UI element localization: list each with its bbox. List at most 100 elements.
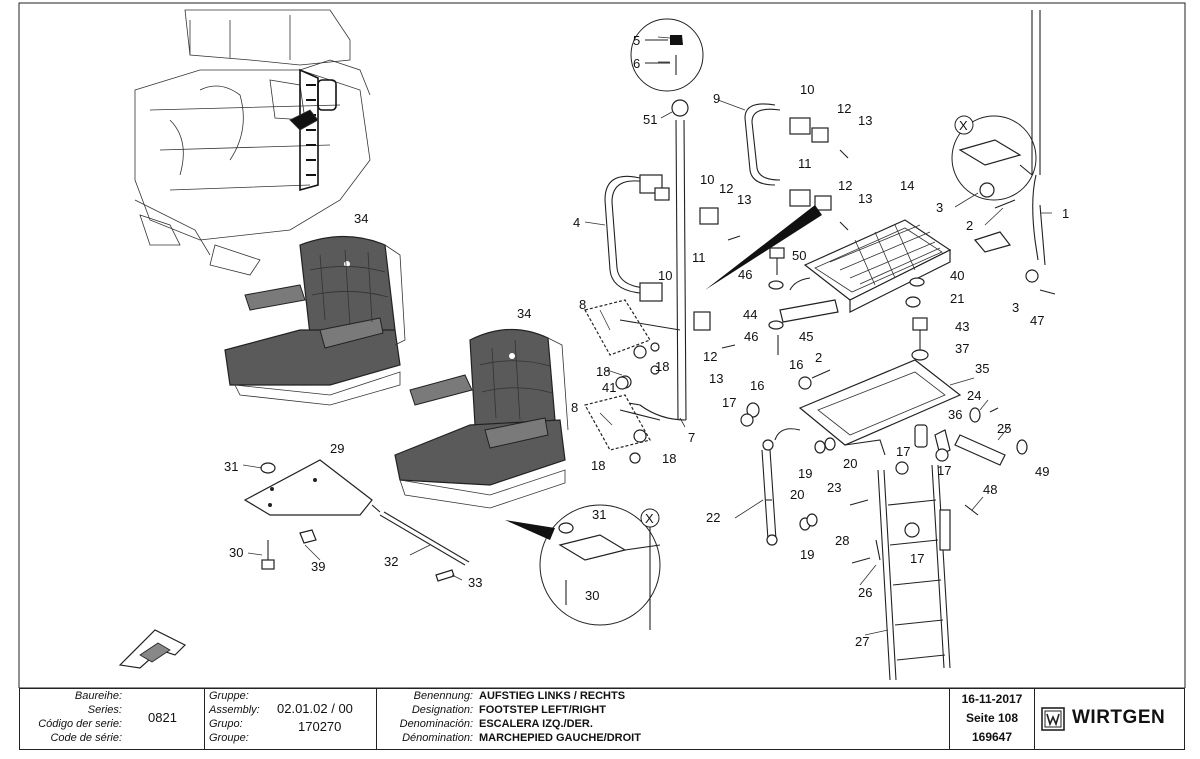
document-number: 169647 xyxy=(971,730,1013,744)
callout-36: 36 xyxy=(948,407,962,422)
small-hardware xyxy=(615,235,999,564)
callout-30: 30 xyxy=(585,588,599,603)
assembly-cell: Gruppe: Assembly: Grupo: Groupe: 02.01.0… xyxy=(205,689,377,749)
callout-4: 4 xyxy=(573,215,580,230)
callout-45: 45 xyxy=(799,329,813,344)
group-value: 170270 xyxy=(298,719,342,734)
callout-16: 16 xyxy=(789,357,803,372)
step-plate-14 xyxy=(803,219,952,313)
callout-13: 13 xyxy=(709,371,723,386)
callout-18: 18 xyxy=(655,359,669,374)
title-block: Baureihe: Series: Código der serie: Code… xyxy=(19,688,1185,750)
callout-49: 49 xyxy=(1035,464,1049,479)
callout-31: 31 xyxy=(592,507,606,522)
bracket-44 xyxy=(768,247,925,355)
callout-41: 41 xyxy=(602,380,616,395)
callout-23: 23 xyxy=(827,480,841,495)
wirtgen-logo: WIRTGEN xyxy=(1038,701,1176,737)
seat-upper xyxy=(224,235,406,406)
callout-2: 2 xyxy=(966,218,973,233)
page-number: Seite 108 xyxy=(965,711,1019,725)
callout-17: 17 xyxy=(896,444,910,459)
callout-43: 43 xyxy=(955,319,969,334)
callout-12: 12 xyxy=(838,178,852,193)
callout-37: 37 xyxy=(955,341,969,356)
callout-25: 25 xyxy=(997,421,1011,436)
callout-17: 17 xyxy=(722,395,736,410)
callout-10: 10 xyxy=(658,268,672,283)
group-label-fr: Groupe: xyxy=(209,732,249,744)
callout-3: 3 xyxy=(1012,300,1019,315)
callout-16: 16 xyxy=(750,378,764,393)
callout-9: 9 xyxy=(713,91,720,106)
callout-34: 34 xyxy=(354,211,368,226)
callout-x: X xyxy=(645,511,654,526)
callout-18: 18 xyxy=(591,458,605,473)
group-label-en: Assembly: xyxy=(209,704,260,716)
callout-13: 13 xyxy=(858,191,872,206)
callout-28: 28 xyxy=(835,533,849,548)
designation-label-es: Denominación: xyxy=(399,718,473,730)
callout-39: 39 xyxy=(311,559,325,574)
callout-27: 27 xyxy=(855,634,869,649)
series-value: 0821 xyxy=(148,710,177,725)
callout-40: 40 xyxy=(950,268,964,283)
callout-35: 35 xyxy=(975,361,989,376)
orientation-arrow-icon xyxy=(118,629,187,669)
detail-x-marker: X xyxy=(640,508,660,528)
callout-x: X xyxy=(959,118,968,133)
designation-cell: Benennung: Designation: Denominación: Dé… xyxy=(377,689,950,749)
designation-value-fr: MARCHEPIED GAUCHE/DROIT xyxy=(479,732,641,744)
callout-3: 3 xyxy=(936,200,943,215)
callout-11: 11 xyxy=(798,156,812,171)
callout-labels: 1 2 2 3 3 4 5 6 7 8 8 9 10 10 10 11 11 1… xyxy=(224,33,1069,649)
machine-overview-sketch xyxy=(134,9,371,276)
callout-18: 18 xyxy=(662,451,676,466)
group-label-de: Gruppe: xyxy=(209,690,249,702)
rail-1 xyxy=(951,10,1056,295)
designation-label-fr: Dénomination: xyxy=(402,732,473,744)
callout-17: 17 xyxy=(910,551,924,566)
series-cell: Baureihe: Series: Código der serie: Code… xyxy=(20,689,205,749)
drawing-frame xyxy=(18,2,1186,688)
series-label-fr: Code de série: xyxy=(50,732,122,744)
brand-name: WIRTGEN xyxy=(1072,707,1166,728)
callout-13: 13 xyxy=(737,192,751,207)
detail-x-marker: X xyxy=(954,115,974,135)
leader-lines xyxy=(242,36,1052,636)
callout-22: 22 xyxy=(706,510,720,525)
callout-30: 30 xyxy=(229,545,243,560)
callout-12: 12 xyxy=(703,349,717,364)
designation-value-en: FOOTSTEP LEFT/RIGHT xyxy=(479,704,606,716)
callout-7: 7 xyxy=(688,430,695,445)
callout-48: 48 xyxy=(983,482,997,497)
group-label-es: Grupo: xyxy=(209,718,243,730)
designation-label-de: Benennung: xyxy=(413,690,473,702)
callout-12: 12 xyxy=(837,101,851,116)
callout-47: 47 xyxy=(1030,313,1044,328)
callout-6: 6 xyxy=(633,56,640,71)
callout-20: 20 xyxy=(790,487,804,502)
callout-51: 51 xyxy=(643,112,657,127)
exploded-parts-drawing: 1 2 2 3 3 4 5 6 7 8 8 9 10 10 10 11 11 1… xyxy=(18,2,1186,688)
callout-46: 46 xyxy=(738,267,752,282)
detail-cap-circle xyxy=(630,18,704,92)
callout-50: 50 xyxy=(792,248,806,263)
mounting-plate-29 xyxy=(243,459,381,570)
series-label-es: Código der serie: xyxy=(38,718,122,730)
callout-32: 32 xyxy=(384,554,398,569)
callout-8: 8 xyxy=(579,297,586,312)
callout-19: 19 xyxy=(800,547,814,562)
document-info-cell: 16-11-2017 Seite 108 169647 xyxy=(950,689,1035,749)
callout-17: 17 xyxy=(937,463,951,478)
callout-21: 21 xyxy=(950,291,964,306)
designation-value-de: AUFSTIEG LINKS / RECHTS xyxy=(479,690,626,702)
assembly-value: 02.01.02 / 00 xyxy=(277,701,353,716)
callout-19: 19 xyxy=(798,466,812,481)
series-label-de: Baureihe: xyxy=(74,690,122,702)
callout-18: 18 xyxy=(596,364,610,379)
callout-31: 31 xyxy=(224,459,238,474)
series-label-en: Series: xyxy=(87,704,122,716)
left-rail-assembly xyxy=(584,99,719,464)
